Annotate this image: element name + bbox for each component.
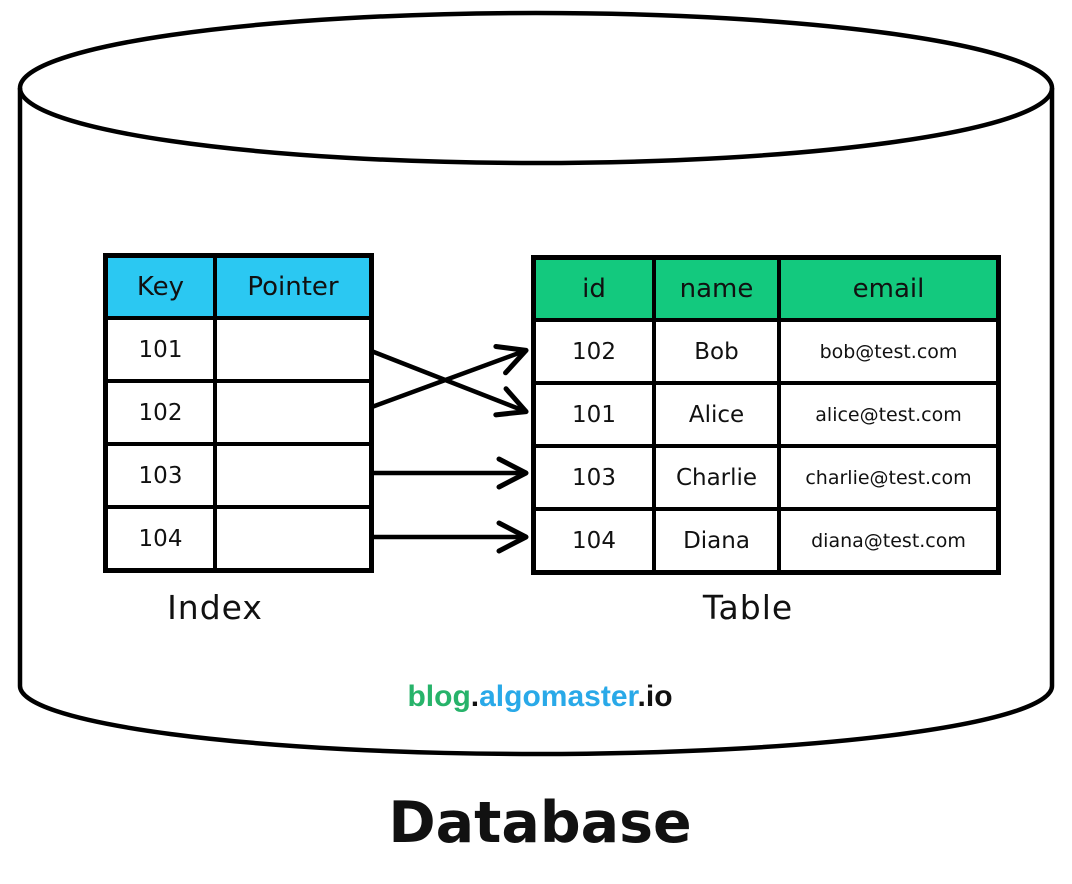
branding-text: blog.algomaster.io (407, 680, 672, 714)
index-pointer-cell (213, 316, 374, 383)
data-name-cell: Alice (652, 381, 781, 448)
index-header-pointer: Pointer (213, 253, 374, 320)
index-to-table-arrows (360, 344, 529, 554)
index-key-cell: 103 (103, 442, 217, 509)
data-id-cell: 103 (531, 444, 656, 511)
cylinder-top-ellipse (17, 10, 1055, 166)
data-name-cell: Diana (652, 507, 781, 575)
data-row: 101 Alice alice@test.com (531, 381, 1001, 448)
data-table-caption: Table (702, 588, 794, 627)
data-table: id name email 102 Bob bob@test.com 101 A… (531, 255, 1001, 575)
branding-io: io (645, 680, 673, 713)
index-header-key: Key (103, 253, 217, 320)
index-key-cell: 101 (103, 316, 217, 383)
cylinder-bottom-arc (17, 685, 1055, 757)
index-table-caption: Index (167, 588, 263, 627)
data-name-cell: Bob (652, 318, 781, 385)
index-row: 101 (103, 316, 374, 383)
data-id-cell: 101 (531, 381, 656, 448)
data-header-row: id name email (531, 255, 1001, 322)
data-name-cell: Charlie (652, 444, 781, 511)
index-pointer-cell (213, 442, 374, 509)
branding-algomaster: algomaster (479, 680, 638, 713)
index-row: 102 (103, 379, 374, 446)
index-key-cell: 102 (103, 379, 217, 446)
data-header-email: email (777, 255, 1001, 322)
branding-dot1: . (470, 680, 480, 713)
index-pointer-cell (213, 505, 374, 573)
data-email-cell: bob@test.com (777, 318, 1001, 385)
diagram-title: Database (388, 790, 692, 856)
data-email-cell: charlie@test.com (777, 444, 1001, 511)
arrow-key-102-to-row-bob (360, 344, 529, 414)
index-table: Key Pointer 101 102 103 104 (103, 253, 374, 573)
index-row: 103 (103, 442, 374, 509)
branding-blog: blog (407, 680, 471, 713)
data-email-cell: diana@test.com (777, 507, 1001, 575)
index-pointer-cell (213, 379, 374, 446)
data-id-cell: 102 (531, 318, 656, 385)
database-cylinder-shape (17, 10, 1055, 757)
data-email-cell: alice@test.com (777, 381, 1001, 448)
index-header-row: Key Pointer (103, 253, 374, 320)
data-row: 104 Diana diana@test.com (531, 507, 1001, 575)
branding-dot2: . (637, 680, 646, 713)
data-id-cell: 104 (531, 507, 656, 575)
data-header-name: name (652, 255, 781, 322)
index-row: 104 (103, 505, 374, 573)
data-row: 103 Charlie charlie@test.com (531, 444, 1001, 511)
index-key-cell: 104 (103, 505, 217, 573)
data-header-id: id (531, 255, 656, 322)
data-row: 102 Bob bob@test.com (531, 318, 1001, 385)
